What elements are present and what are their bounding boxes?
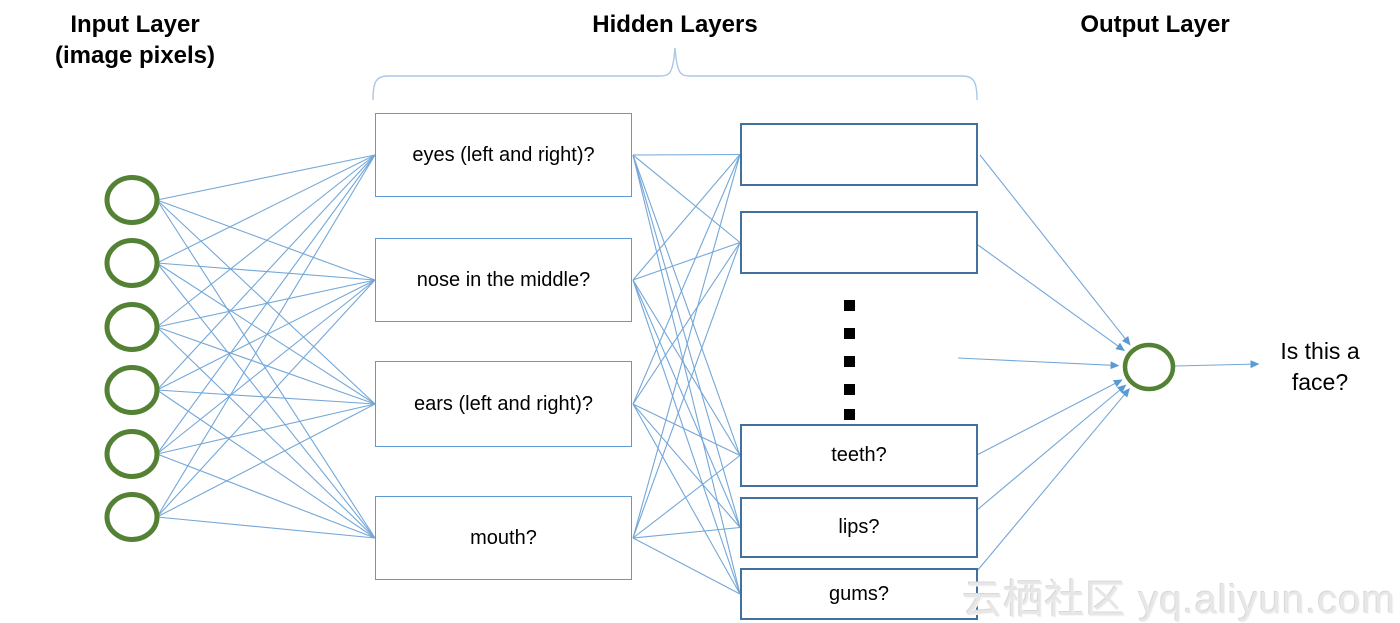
input-node — [104, 302, 160, 352]
hidden1-box-ears: ears (left and right)? — [375, 361, 632, 447]
hidden1-box-nose: nose in the middle? — [375, 238, 632, 322]
input-layer-title: Input Layer (image pixels) — [54, 11, 216, 70]
output-node — [1122, 342, 1176, 392]
ellipsis-dots — [844, 300, 855, 422]
hidden2-box-empty-2 — [740, 211, 978, 274]
input-node — [104, 365, 160, 415]
hidden-layers-title: Hidden Layers — [592, 11, 758, 38]
hidden1-box-eyes: eyes (left and right)? — [375, 113, 632, 197]
hidden2-box-gums: gums? — [740, 568, 978, 620]
output-layer-title: Output Layer — [1080, 11, 1230, 38]
watermark: 云栖社区 yq.aliyun.com — [962, 578, 1396, 622]
hidden2-box-lips: lips? — [740, 497, 978, 558]
hidden2-box-gums-label: gums? — [828, 582, 890, 605]
hidden2-box-teeth-label: teeth? — [831, 444, 887, 466]
hidden2-box-lips-label: lips? — [838, 516, 880, 538]
ellipsis-dot — [844, 409, 855, 420]
input-node — [104, 238, 160, 288]
hidden1-box-ears-label: ears (left and right)? — [414, 392, 593, 415]
hidden1-box-nose-label: nose in the middle? — [416, 268, 591, 291]
ellipsis-dot — [844, 384, 855, 395]
hidden2-box-empty-1 — [740, 123, 978, 186]
input-node — [104, 175, 160, 225]
input-node — [104, 492, 160, 542]
ellipsis-dot — [844, 356, 855, 367]
hidden1-box-mouth-label: mouth? — [470, 526, 537, 549]
hidden2-box-teeth: teeth? — [740, 424, 978, 487]
output-question: Is this a face? — [1280, 338, 1360, 396]
hidden1-box-mouth: mouth? — [375, 496, 632, 580]
input-node — [104, 429, 160, 479]
ellipsis-dot — [844, 328, 855, 339]
hidden1-box-eyes-label: eyes (left and right)? — [412, 143, 595, 166]
ellipsis-dot — [844, 300, 855, 311]
